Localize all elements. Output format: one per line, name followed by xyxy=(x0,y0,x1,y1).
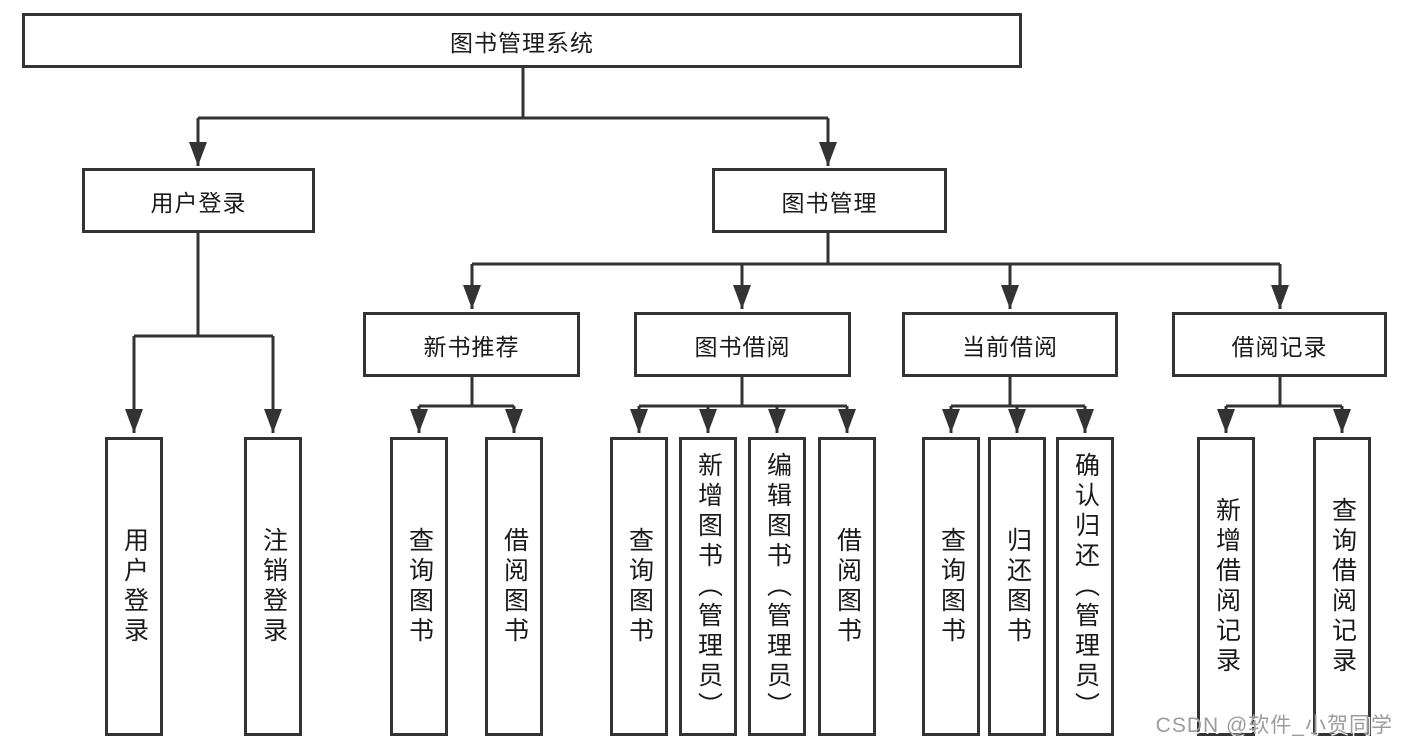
leaf-query-book-borrow: 查询图书 xyxy=(610,437,668,736)
leaf-confirm-return-admin-label: 确认归还（管理员） xyxy=(1071,451,1100,722)
leaf-borrow-book-label: 借阅图书 xyxy=(833,526,862,647)
leaf-borrow-book-recommend: 借阅图书 xyxy=(485,437,543,736)
leaf-logout-login-label: 注销登录 xyxy=(259,526,288,647)
leaf-confirm-return-admin: 确认归还（管理员） xyxy=(1056,437,1114,736)
leaf-add-borrow-record-label: 新增借阅记录 xyxy=(1212,496,1241,677)
node-borrow-records: 借阅记录 xyxy=(1172,312,1387,377)
leaf-query-book-recommend-label: 查询图书 xyxy=(405,526,434,647)
leaf-query-book-recommend: 查询图书 xyxy=(390,437,448,736)
leaf-query-book-current-label: 查询图书 xyxy=(937,526,966,647)
node-root-system: 图书管理系统 xyxy=(22,13,1022,68)
leaf-add-book-admin-label: 新增图书（管理员） xyxy=(694,451,723,722)
leaf-query-book-borrow-label: 查询图书 xyxy=(625,526,654,647)
node-user-login: 用户登录 xyxy=(82,168,315,233)
leaf-edit-book-admin: 编辑图书（管理员） xyxy=(748,437,806,736)
leaf-add-book-admin: 新增图书（管理员） xyxy=(679,437,737,736)
leaf-return-book: 归还图书 xyxy=(988,437,1046,736)
node-new-book-recommend: 新书推荐 xyxy=(363,312,580,377)
leaf-borrow-book: 借阅图书 xyxy=(818,437,876,736)
leaf-edit-book-admin-label: 编辑图书（管理员） xyxy=(763,451,792,722)
node-current-borrow: 当前借阅 xyxy=(902,312,1118,377)
leaf-user-login: 用户登录 xyxy=(105,437,163,736)
leaf-query-borrow-record: 查询借阅记录 xyxy=(1313,437,1371,736)
leaf-query-borrow-record-label: 查询借阅记录 xyxy=(1328,496,1357,677)
leaf-logout-login: 注销登录 xyxy=(244,437,302,736)
csdn-watermark: CSDN @软件_小贺同学 xyxy=(1155,714,1393,737)
leaf-return-book-label: 归还图书 xyxy=(1003,526,1032,647)
node-book-borrow: 图书借阅 xyxy=(634,312,851,377)
leaf-add-borrow-record: 新增借阅记录 xyxy=(1197,437,1255,736)
leaf-user-login-label: 用户登录 xyxy=(120,526,149,647)
node-book-management: 图书管理 xyxy=(712,168,947,233)
leaf-query-book-current: 查询图书 xyxy=(922,437,980,736)
leaf-borrow-book-recommend-label: 借阅图书 xyxy=(500,526,529,647)
